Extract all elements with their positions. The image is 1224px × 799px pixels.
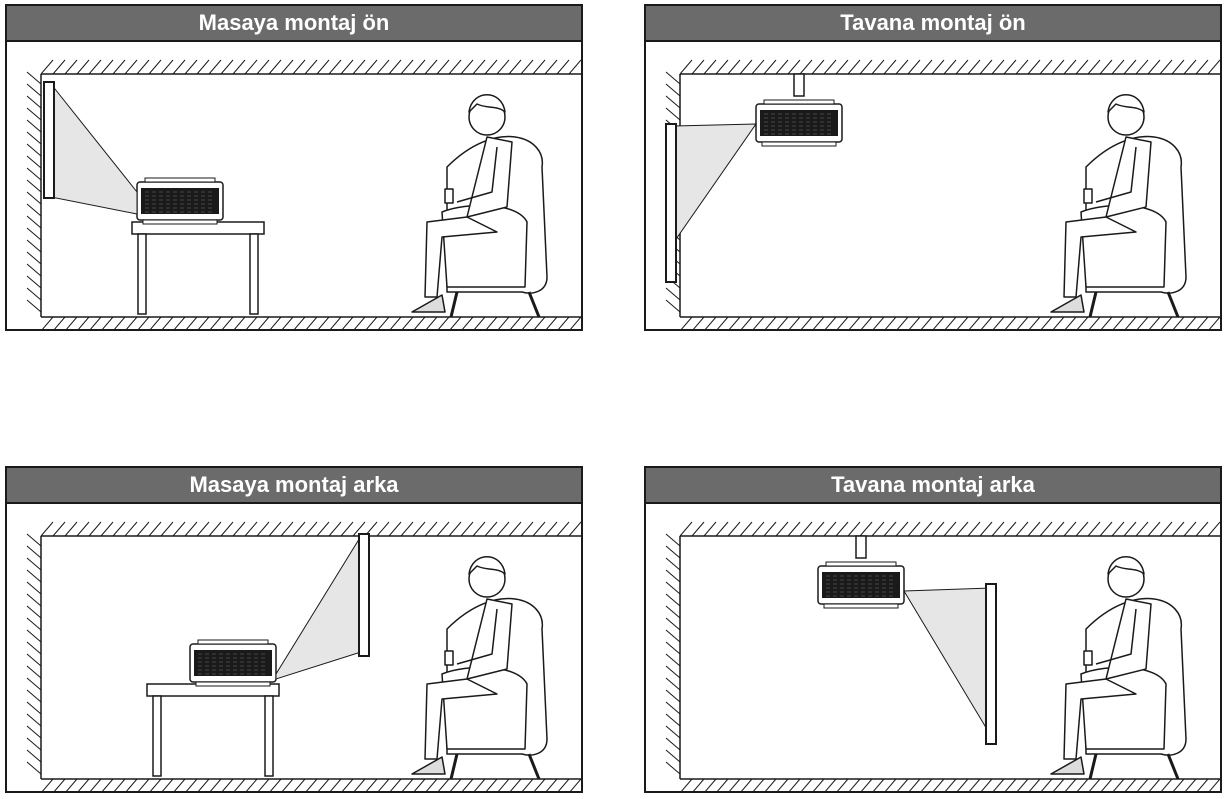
table [132,222,264,314]
panel-desk-front: Masaya montaj ön [5,4,583,331]
projection-screen [44,82,54,198]
light-beam [51,84,137,214]
panel-title: Masaya montaj ön [7,6,581,42]
phone [1084,651,1092,665]
ceiling-mount [856,536,866,558]
scene-desk-rear [7,504,581,791]
room [666,60,1220,329]
panel-title: Tavana montaj arka [646,468,1220,504]
scene-ceiling-rear [646,504,1220,791]
panel-ceiling-rear: Tavana montaj arka [644,466,1222,793]
ceiling-mount [794,74,804,96]
seated-person [412,557,547,779]
scene-ceiling-front [646,42,1220,329]
room [666,522,1220,791]
table [147,684,279,776]
phone [1084,189,1092,203]
phone [445,651,453,665]
seated-person [1051,557,1186,779]
scene-desk-front [7,42,581,329]
projector [818,562,904,608]
room [27,60,581,329]
panel-title: Masaya montaj arka [7,468,581,504]
light-beam [904,588,991,736]
light-beam [276,536,361,679]
phone [445,189,453,203]
room [27,522,581,791]
projector [190,640,276,686]
projector [756,100,842,146]
seated-person [412,95,547,317]
panel-title: Tavana montaj ön [646,6,1220,42]
projection-screen [666,124,676,282]
projector [137,178,223,224]
projection-screen [359,534,369,656]
seated-person [1051,95,1186,317]
panel-desk-rear: Masaya montaj arka [5,466,583,793]
projection-screen [986,584,996,744]
light-beam [674,124,756,242]
panel-ceiling-front: Tavana montaj ön [644,4,1222,331]
